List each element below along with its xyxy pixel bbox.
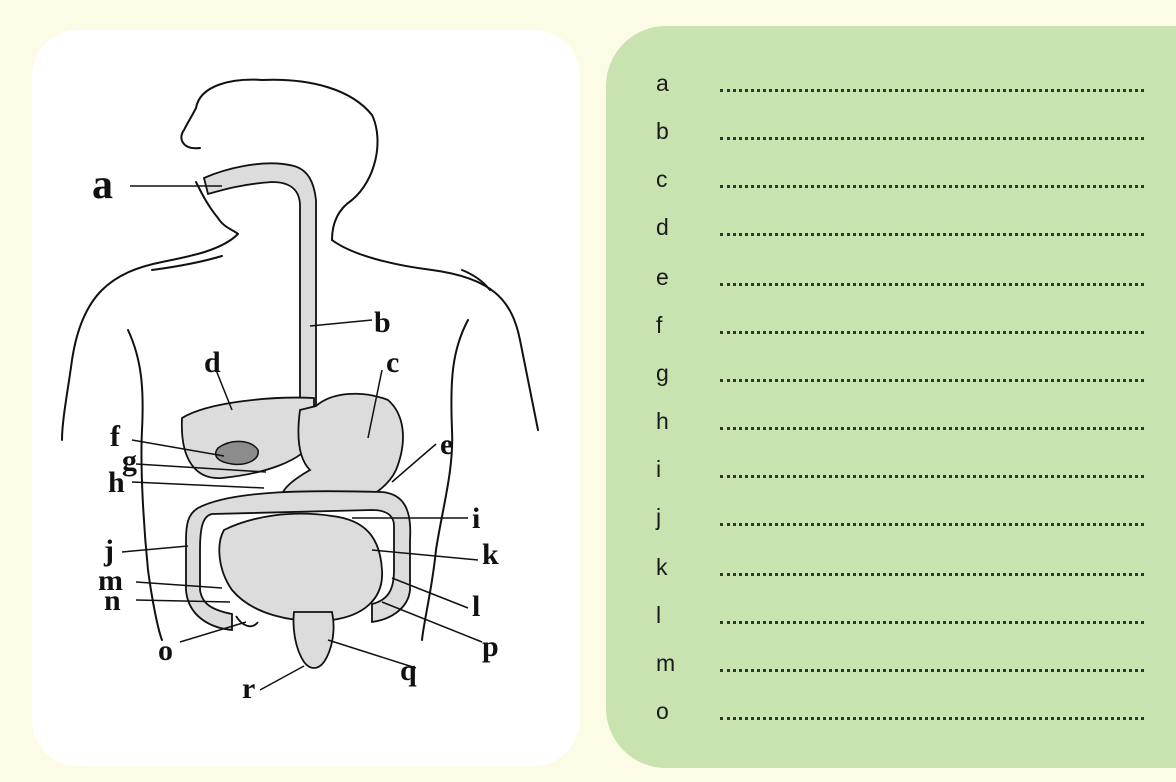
answer-panel: a b c d e f g h i j k l	[606, 26, 1176, 768]
answer-blank-line[interactable]	[720, 233, 1144, 236]
answer-blank-line[interactable]	[720, 283, 1144, 286]
small-intestine	[219, 514, 382, 621]
answer-letter: l	[656, 602, 661, 629]
liver	[182, 398, 314, 479]
answer-blank-line[interactable]	[720, 717, 1144, 720]
leader-b	[310, 320, 372, 326]
answer-row-g: g	[606, 360, 1176, 400]
answer-row-m: m	[606, 650, 1176, 690]
answer-blank-line[interactable]	[720, 379, 1144, 382]
label-c: c	[386, 346, 399, 379]
label-l: l	[472, 590, 480, 623]
answer-row-d: d	[606, 214, 1176, 254]
answer-letter: a	[656, 70, 669, 97]
answer-blank-line[interactable]	[720, 185, 1144, 188]
answer-row-l: l	[606, 602, 1176, 642]
label-o: o	[158, 634, 173, 667]
neckline	[152, 256, 222, 270]
answer-letter: m	[656, 650, 675, 677]
answer-blank-line[interactable]	[720, 427, 1144, 430]
answer-row-k: k	[606, 554, 1176, 594]
answer-letter: k	[656, 554, 668, 581]
answer-letter: f	[656, 312, 662, 339]
label-a: a	[92, 162, 113, 208]
answer-row-c: c	[606, 166, 1176, 206]
answer-letter: h	[656, 408, 669, 435]
leader-k	[372, 550, 478, 560]
answer-letter: i	[656, 456, 661, 483]
gallbladder	[216, 441, 259, 464]
rectum	[293, 612, 333, 668]
answer-letter: g	[656, 360, 669, 387]
answer-row-e: e	[606, 264, 1176, 304]
label-j: j	[103, 534, 114, 567]
answer-letter: b	[656, 118, 669, 145]
answer-blank-line[interactable]	[720, 331, 1144, 334]
answer-blank-line[interactable]	[720, 669, 1144, 672]
label-b: b	[374, 306, 391, 339]
answer-row-a: a	[606, 70, 1176, 110]
answer-blank-line[interactable]	[720, 621, 1144, 624]
answer-blank-line[interactable]	[720, 137, 1144, 140]
answer-row-h: h	[606, 408, 1176, 448]
digestive-system-diagram: a b c d e f g h i j k l m n o p q r	[32, 30, 580, 766]
answer-row-i: i	[606, 456, 1176, 496]
label-h: h	[108, 466, 125, 499]
left-arm	[128, 330, 162, 640]
answer-blank-line[interactable]	[720, 475, 1144, 478]
answer-row-o: o	[606, 698, 1176, 738]
answer-letter: c	[656, 166, 668, 193]
label-i: i	[472, 502, 480, 535]
answer-letter: d	[656, 214, 669, 241]
answer-letter: o	[656, 698, 669, 725]
answer-blank-line[interactable]	[720, 573, 1144, 576]
answer-row-j: j	[606, 504, 1176, 544]
leader-j	[122, 546, 188, 552]
label-d: d	[204, 346, 221, 379]
diagram-panel: a b c d e f g h i j k l m n o p q r	[32, 30, 580, 766]
label-r: r	[242, 672, 255, 705]
answer-row-b: b	[606, 118, 1176, 158]
label-p: p	[482, 630, 499, 663]
answer-blank-line[interactable]	[720, 523, 1144, 526]
mouth-cavity	[204, 163, 316, 410]
leader-n	[136, 600, 230, 602]
leader-h	[132, 482, 264, 488]
answer-letter: e	[656, 264, 669, 291]
label-e: e	[440, 428, 453, 461]
answer-blank-line[interactable]	[720, 89, 1144, 92]
answer-row-f: f	[606, 312, 1176, 352]
label-n: n	[104, 584, 121, 617]
leader-m	[136, 582, 222, 588]
answer-letter: j	[656, 504, 661, 531]
head-outline	[181, 80, 377, 240]
leader-r	[260, 666, 304, 690]
label-q: q	[400, 654, 417, 687]
label-k: k	[482, 538, 499, 571]
label-f: f	[110, 420, 121, 453]
